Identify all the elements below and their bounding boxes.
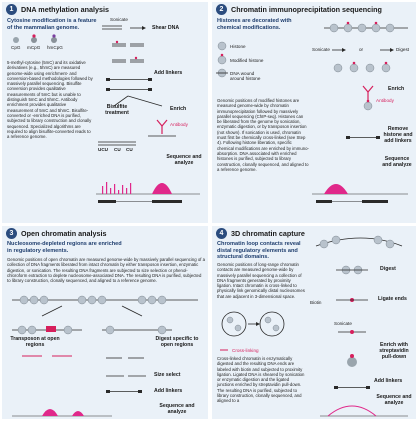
cpg-dot-icon — [13, 37, 19, 43]
panel-header: 4 3D chromatin capture — [216, 228, 305, 239]
sonicate-label: Sonicate — [110, 17, 128, 22]
legend-wound-dna: DNA wound around histone — [230, 71, 261, 82]
sequencing-signal — [96, 182, 200, 203]
hic-diagram — [220, 235, 408, 417]
panel-body: Genomic positions of open chromatin are … — [7, 257, 206, 284]
step-badge: 1 — [6, 4, 17, 15]
panel-lead: Histones are decorated with chemical mod… — [217, 18, 292, 31]
contact-arc — [327, 405, 377, 417]
legend-hmcpg: hmCpG — [47, 45, 63, 50]
panel-title: DNA methylation analysis — [21, 5, 110, 14]
panel-header: 3 Open chromatin analysis — [6, 228, 106, 239]
step-enrich: Enrich — [170, 106, 187, 112]
nucleosomes — [319, 235, 395, 249]
legend-modified-histone: Modified histone — [230, 58, 264, 63]
methyl-mark-icon — [32, 34, 36, 38]
step-add-linkers: Add linkers — [154, 70, 183, 76]
panel-body-1: Genomic positions of long-range chromati… — [217, 262, 305, 299]
step-badge: 3 — [6, 228, 17, 239]
panel-3d-chromatin: 4 3D chromatin capture Chromatin loop co… — [212, 226, 416, 419]
step-sequence: Sequence and analyze — [382, 156, 412, 168]
panel-title: 3D chromatin capture — [231, 229, 305, 238]
step-add-linkers: Add linkers — [154, 388, 183, 394]
base-ucu: UCU — [98, 147, 108, 152]
antibody-icon — [156, 119, 168, 134]
panel-dna-methylation: 1 DNA methylation analysis Cytosine modi… — [2, 2, 208, 223]
digest-label: Digest — [396, 47, 410, 52]
base-cu-2: CU — [126, 147, 133, 152]
step-sequence: Sequence and analyze — [159, 403, 195, 415]
peak-icon — [42, 409, 58, 416]
sonicate-label: Sonicate — [312, 47, 330, 52]
antibody-label: Antibody — [376, 98, 394, 103]
step-sequence: Sequence and analyze — [166, 154, 202, 166]
step-enrich: Enrich — [388, 86, 405, 92]
biotin-label: Biotin — [310, 300, 322, 305]
sheared-fragments — [112, 43, 144, 63]
step-sequence: Sequence and analyze — [376, 394, 412, 406]
step-digest: Digest — [380, 266, 396, 272]
panel-body: Genomic positions of modified histones a… — [217, 98, 309, 172]
sonicate-label: Sonicate — [334, 321, 352, 326]
step-shear-dna: Shear DNA — [152, 25, 180, 31]
base-cu-1: CU — [114, 147, 121, 152]
antibody-icon — [362, 85, 374, 100]
methylation-diagram — [13, 25, 200, 203]
transposon-icon — [46, 326, 56, 332]
histone-icon — [217, 41, 227, 51]
legend-cpg: CpG — [11, 45, 21, 50]
step-ligate: Ligate ends — [378, 296, 407, 302]
streptavidin-bead-icon — [347, 357, 357, 367]
chip-diagram — [216, 21, 408, 203]
linkers — [106, 78, 152, 91]
step-add-linkers: Add linkers — [374, 378, 403, 384]
peak-icon — [324, 184, 348, 194]
legend-mcpg: mCpG — [27, 45, 41, 50]
panel-body-2: Cross-linked chromatin is enzymatically … — [217, 356, 305, 404]
hydroxymethyl-mark-icon — [52, 34, 56, 38]
panel-header: 2 Chromatin immunoprecipitation sequenci… — [216, 4, 382, 15]
hmcpg-dot-icon — [51, 37, 57, 43]
nucleosomes — [329, 23, 395, 33]
or-label: or — [359, 47, 364, 52]
crosslink-label: Cross-linking — [232, 348, 259, 353]
nucleosomes — [19, 295, 167, 305]
step-size-select: Size select — [154, 372, 181, 378]
antibody-label: Antibody — [170, 122, 188, 127]
panel-lead: Nucleosome-depleted regions are enriched… — [7, 241, 122, 254]
panel-lead: Cytosine modification is a feature of th… — [7, 18, 97, 31]
panel-lead: Chromatin loop contacts reveal distal re… — [217, 241, 301, 261]
modified-histone-icon — [217, 55, 227, 65]
panel-title: Chromatin immunoprecipitation sequencing — [231, 5, 382, 14]
step-bisulfite: Bisulfite treatment — [105, 104, 129, 116]
step-badge: 2 — [216, 4, 227, 15]
panel-body: 5-methyl-cytosine (5mC) and its oxidativ… — [7, 60, 93, 140]
step-remove-histone: Remove histone and add linkers — [383, 126, 413, 144]
mcpg-dot-icon — [31, 37, 37, 43]
panel-chip-seq: 2 Chromatin immunoprecipitation sequenci… — [212, 2, 416, 223]
step-digest-open: Digest specific to open regions — [155, 336, 199, 348]
step-badge: 4 — [216, 228, 227, 239]
panel-title: Open chromatin analysis — [21, 229, 107, 238]
panel-open-chromatin: 3 Open chromatin analysis Nucleosome-dep… — [2, 226, 208, 419]
step-enrich-streptavidin: Enrich with streptavidin pull-down — [379, 342, 409, 360]
open-chromatin-diagram — [12, 295, 198, 417]
step-transposon: Transposon at open regions — [10, 336, 60, 348]
legend-histone: Histone — [230, 44, 246, 49]
panel-header: 1 DNA methylation analysis — [6, 4, 109, 15]
